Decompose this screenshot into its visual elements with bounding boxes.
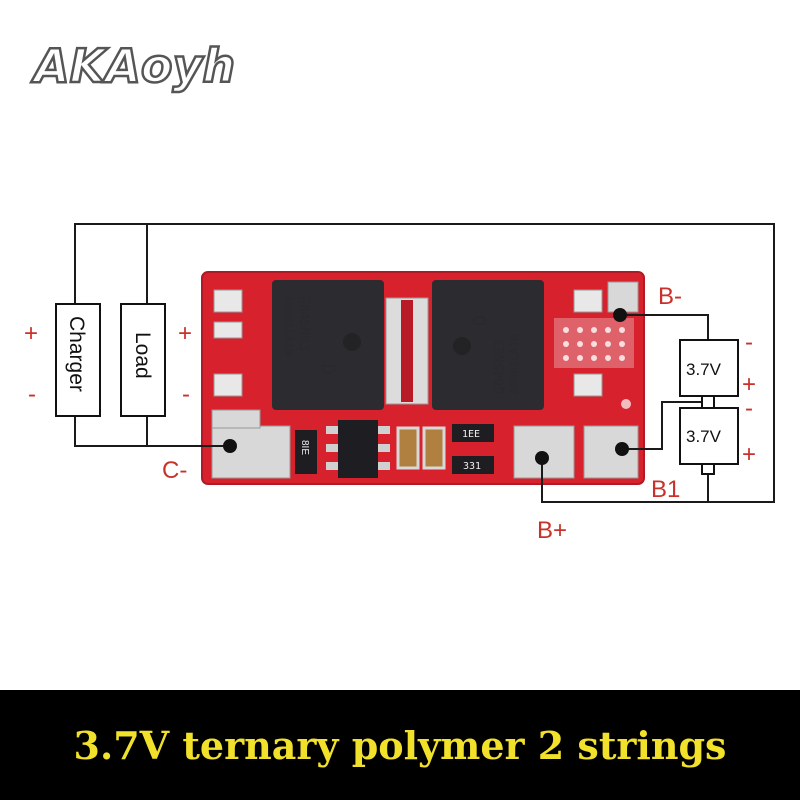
pcb-board: G045N03 A0901LA1N D G045N03 A0901LA1N D xyxy=(201,271,645,485)
battery-cell-bottom: 3.7V xyxy=(679,407,739,465)
resistor-2-label: 331 xyxy=(463,461,481,472)
via-grid xyxy=(554,318,634,368)
terminal-b1-label: B1 xyxy=(651,476,680,503)
terminal-b-plus-label: B+ xyxy=(537,517,567,544)
battery-cell-bottom-label: 3.7V xyxy=(686,427,722,446)
resistor-1-label: 1EE xyxy=(462,429,480,440)
terminal-b-minus-label: B- xyxy=(658,283,682,310)
charger-box: Charger xyxy=(55,303,101,417)
terminal-c-minus-label: C- xyxy=(162,457,187,484)
wiring xyxy=(74,223,775,503)
wire-junctions xyxy=(223,308,629,465)
load-box: Load xyxy=(120,303,166,417)
mosfet-left-mark-b: A0901LA1N xyxy=(282,296,295,356)
mosfet-left-mark-c: D xyxy=(317,364,338,375)
mosfet-right-mark-b: A0901LA1N xyxy=(508,334,521,394)
mosfet-right: G045N03 A0901LA1N D xyxy=(432,280,544,410)
mosfet-right-mark-c: D xyxy=(470,315,491,326)
control-ic xyxy=(326,420,390,478)
load-minus-mark: - xyxy=(182,381,190,408)
battery-cell-top: 3.7V xyxy=(679,339,739,397)
mosfet-left-mark-a: G045N03 xyxy=(296,296,311,351)
resistor-3-label: 8IE xyxy=(299,440,310,455)
resistor-1: 1EE xyxy=(452,424,494,442)
caption-banner: 3.7V ternary polymer 2 strings xyxy=(0,690,800,800)
resistor-2: 331 xyxy=(452,456,494,474)
resistor-3: 8IE xyxy=(295,430,317,474)
brand-logo: AKAoyh xyxy=(31,39,235,93)
load-label: Load xyxy=(131,332,154,379)
charger-minus-mark: - xyxy=(28,381,36,408)
caption-text: 3.7V ternary polymer 2 strings xyxy=(73,722,727,768)
load-plus-mark: + xyxy=(178,320,192,347)
battery-cell-top-label: 3.7V xyxy=(686,360,722,379)
charger-plus-mark: + xyxy=(24,320,38,347)
cell-bottom-minus-mark: - xyxy=(745,395,753,422)
mosfet-right-mark-a: G045N03 xyxy=(493,339,508,394)
cell-bottom-plus-mark: + xyxy=(742,441,756,468)
mosfet-left: G045N03 A0901LA1N D xyxy=(272,280,384,410)
cell-top-minus-mark: - xyxy=(745,329,753,356)
cell-top-plus-mark: + xyxy=(742,371,756,398)
charger-label: Charger xyxy=(65,316,88,392)
